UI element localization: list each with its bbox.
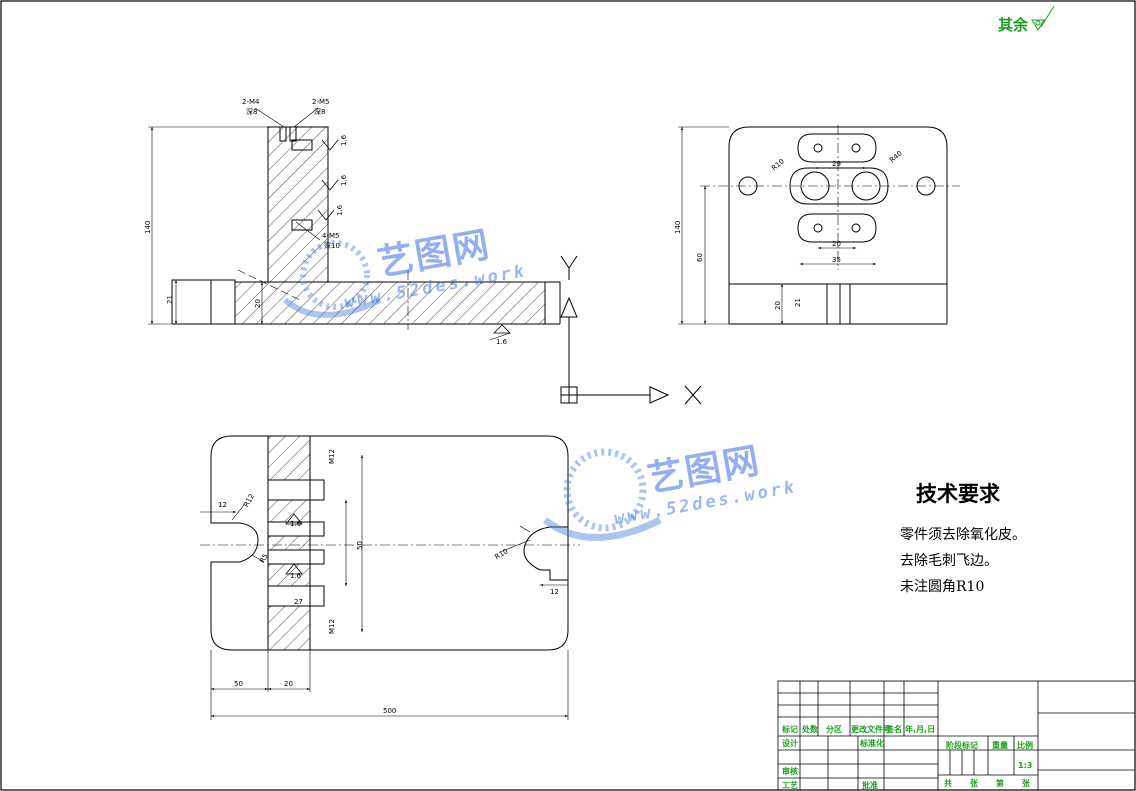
tech-requirements: 技术要求 零件须去除氧化皮。 去除毛刺飞边。 未注圆角R10 <box>900 478 1100 600</box>
dim-label: 12 <box>550 588 559 596</box>
x-axis-label: X <box>704 402 711 413</box>
tb-approve: 批准 <box>862 780 878 790</box>
tb-standardize: 标准化 <box>859 738 884 748</box>
tb-number: 第 <box>996 778 1004 788</box>
dim-label: 20 <box>832 240 841 248</box>
hole-callout: 深8 <box>246 107 257 116</box>
radius-label: R10 <box>770 157 786 172</box>
roughness-value: 1.6 <box>340 134 348 146</box>
hole-callout: 2-M4 <box>242 98 260 106</box>
tech-requirement-line: 未注圆角R10 <box>900 579 985 595</box>
dim-label: 27 <box>294 598 303 606</box>
radius-label: R12 <box>242 493 256 509</box>
dim-label: 140 <box>674 221 682 234</box>
roughness-value: 1.6 <box>496 338 508 346</box>
tb-change-doc: 更改文件号 <box>851 724 891 734</box>
front-view-labels: 2-M4 深8 2-M5 深8 4-M5 深10 140 21 20 1.6 1… <box>144 98 508 346</box>
thread-label: M12 <box>328 449 336 464</box>
dim-label: 20 <box>284 680 293 688</box>
axes-labels: X Y <box>579 258 711 413</box>
hole-callout: 2-M5 <box>312 98 329 106</box>
front-view <box>148 107 561 341</box>
tb-date: 年,月,日 <box>905 724 935 734</box>
tb-sign: 签名 <box>885 724 902 734</box>
thread-label: M12 <box>328 619 336 634</box>
tb-count: 处数 <box>801 724 819 734</box>
roughness-value: 1.6 <box>290 572 302 580</box>
coordinate-axes <box>560 255 702 405</box>
tb-design: 设计 <box>782 738 798 748</box>
tb-process: 工艺 <box>782 780 798 790</box>
tech-requirement-line: 去除毛刺飞边。 <box>900 553 998 569</box>
dim-label: 21 <box>166 295 174 304</box>
roughness-value: 1.6 <box>290 520 302 528</box>
dim-label: 12 <box>218 501 227 509</box>
tb-stage-mark: 阶段标记 <box>946 740 978 750</box>
tb-mark: 标记 <box>781 724 798 734</box>
hole-callout: 深10 <box>324 241 340 250</box>
radius-label: R40 <box>888 149 904 164</box>
hole-callout: 4-M5 <box>322 232 339 240</box>
dim-label: 29 <box>832 160 841 168</box>
dim-label: 50 <box>356 541 364 550</box>
dim-label: 20 <box>254 299 262 308</box>
side-view-labels: 140 60 20 21 20 35 29 R10 R40 <box>674 149 904 310</box>
dim-label: 35 <box>832 256 841 264</box>
tb-weight: 重量 <box>992 740 1008 750</box>
radius-label: R5 <box>258 552 270 564</box>
tb-zone: 分区 <box>826 724 842 734</box>
tb-review: 审核 <box>782 766 798 776</box>
roughness-value: 1.6 <box>340 174 348 186</box>
dim-label: 60 <box>696 253 704 262</box>
hole-callout: 深8 <box>314 107 325 116</box>
tb-total: 共 <box>944 778 952 788</box>
y-axis-label: Y <box>579 258 587 269</box>
tb-scale: 比例 <box>1017 740 1033 750</box>
tb-sheet-unit-2: 张 <box>1022 779 1031 788</box>
title-block <box>777 680 1136 791</box>
tech-requirements-title: 技术要求 <box>916 481 1000 506</box>
tb-scale-value: 1:3 <box>1018 761 1032 770</box>
dim-label: 500 <box>383 707 396 715</box>
dim-label: 50 <box>234 680 243 688</box>
tb-sheet-unit: 张 <box>970 779 979 788</box>
roughness-symbol-icon <box>1031 5 1055 31</box>
dim-label: 21 <box>794 298 802 307</box>
dim-label: 20 <box>774 301 782 310</box>
tech-requirement-line: 零件须去除氧化皮。 <box>900 527 1026 543</box>
title-block-labels: 标记 处数 分区 更改文件号 签名 年,月,日 设计 标准化 阶段标记 重量 比… <box>781 724 1033 790</box>
watermark-logo-icon <box>283 240 662 541</box>
side-view <box>678 125 960 325</box>
top-view <box>200 435 580 720</box>
dim-label: 140 <box>144 221 152 234</box>
roughness-value: 1.6 <box>336 204 344 216</box>
roughness-note: 其余 <box>998 16 1029 34</box>
